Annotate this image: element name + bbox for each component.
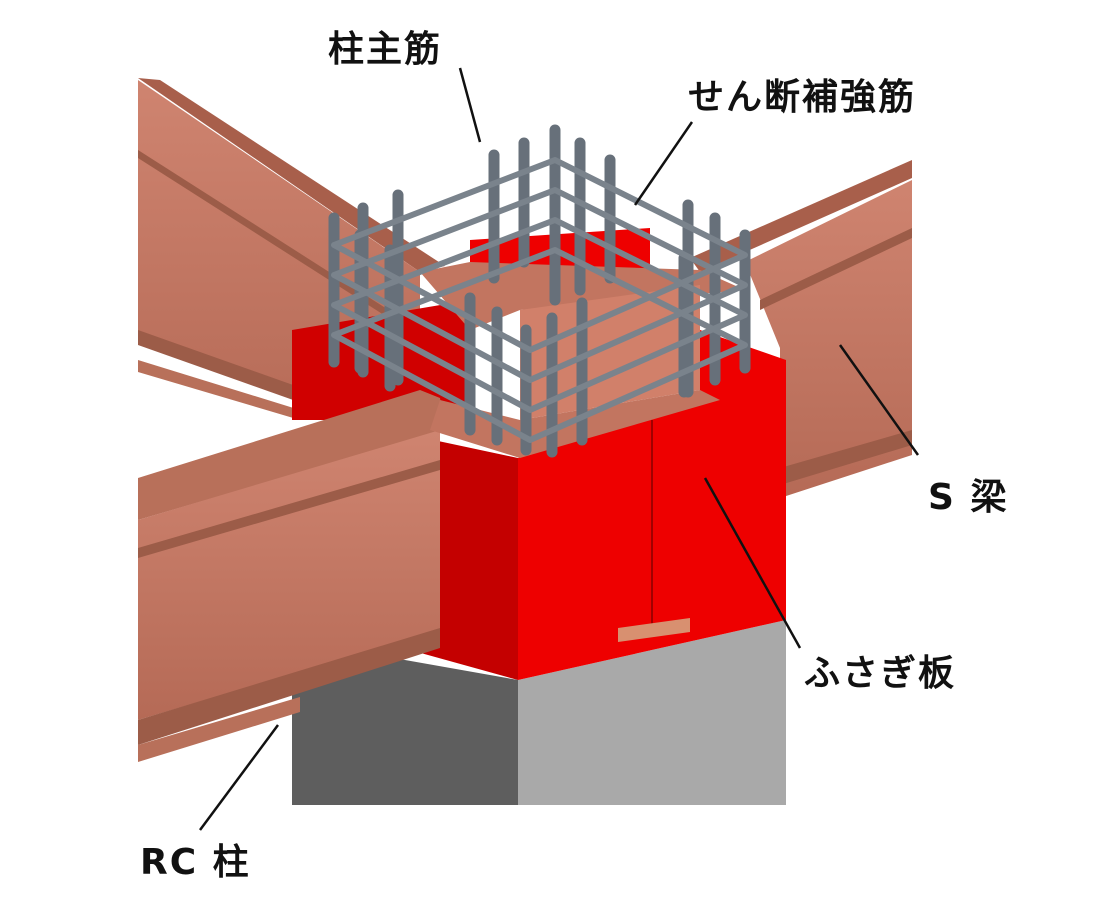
leader-column-main-rebar [458, 67, 482, 143]
rc-column [292, 620, 786, 805]
leader-steel-beam [838, 344, 920, 456]
leader-closing-plate [703, 477, 802, 649]
label-closing-plate: ふさぎ板 [804, 653, 957, 694]
label-rc-column: RC 柱 [140, 842, 251, 883]
shear-reinforcement-hoops [331, 157, 748, 443]
steel-beam-right [690, 160, 912, 498]
label-column-main-rebar: 柱主筋 [328, 29, 443, 70]
steel-beam-front-left [138, 390, 445, 762]
label-shear-reinforcement: せん断補強筋 [688, 77, 917, 118]
label-steel-beam: S 梁 [928, 477, 1009, 518]
leader-shear-reinforcement [633, 121, 694, 206]
leader-rc-column [198, 724, 280, 831]
leader-lines [198, 67, 920, 831]
